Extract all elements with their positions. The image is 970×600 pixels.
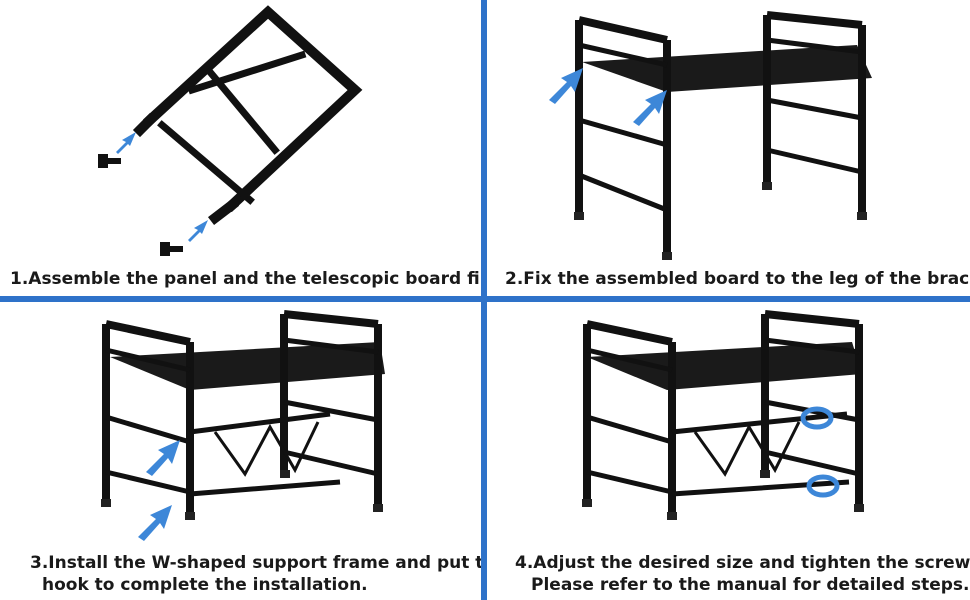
step-4-illustration [582,310,864,520]
step-1-panel: 1.Assemble the panel and the telescopic … [0,0,481,296]
blue-arrow-icon [138,440,180,541]
horizontal-divider [0,296,970,302]
blue-arrow-icon [116,132,208,242]
step-2-illustration [549,11,872,260]
step-2-panel: 2.Fix the assembled board to the leg of … [487,0,970,296]
step-1-caption: 1.Assemble the panel and the telescopic … [10,269,481,289]
step-4-panel: 4.Adjust the desired size and tighten th… [487,302,970,600]
rotate-arrow-icon [800,406,840,498]
step-1-illustration [98,5,363,256]
step-4-caption-line2: Please refer to the manual for detailed … [531,575,970,595]
blue-arrow-icon [549,68,667,126]
step-4-caption-line1: 4.Adjust the desired size and tighten th… [515,553,970,573]
step-3-illustration [101,310,385,541]
screw-icon [98,154,183,256]
step-3-panel: 3.Install the W-shaped support frame and… [0,302,481,600]
step-3-caption-line1: 3.Install the W-shaped support frame and… [30,553,481,573]
step-3-caption-line2: hook to complete the installation. [42,575,368,595]
step-2-caption: 2.Fix the assembled board to the leg of … [505,269,970,289]
